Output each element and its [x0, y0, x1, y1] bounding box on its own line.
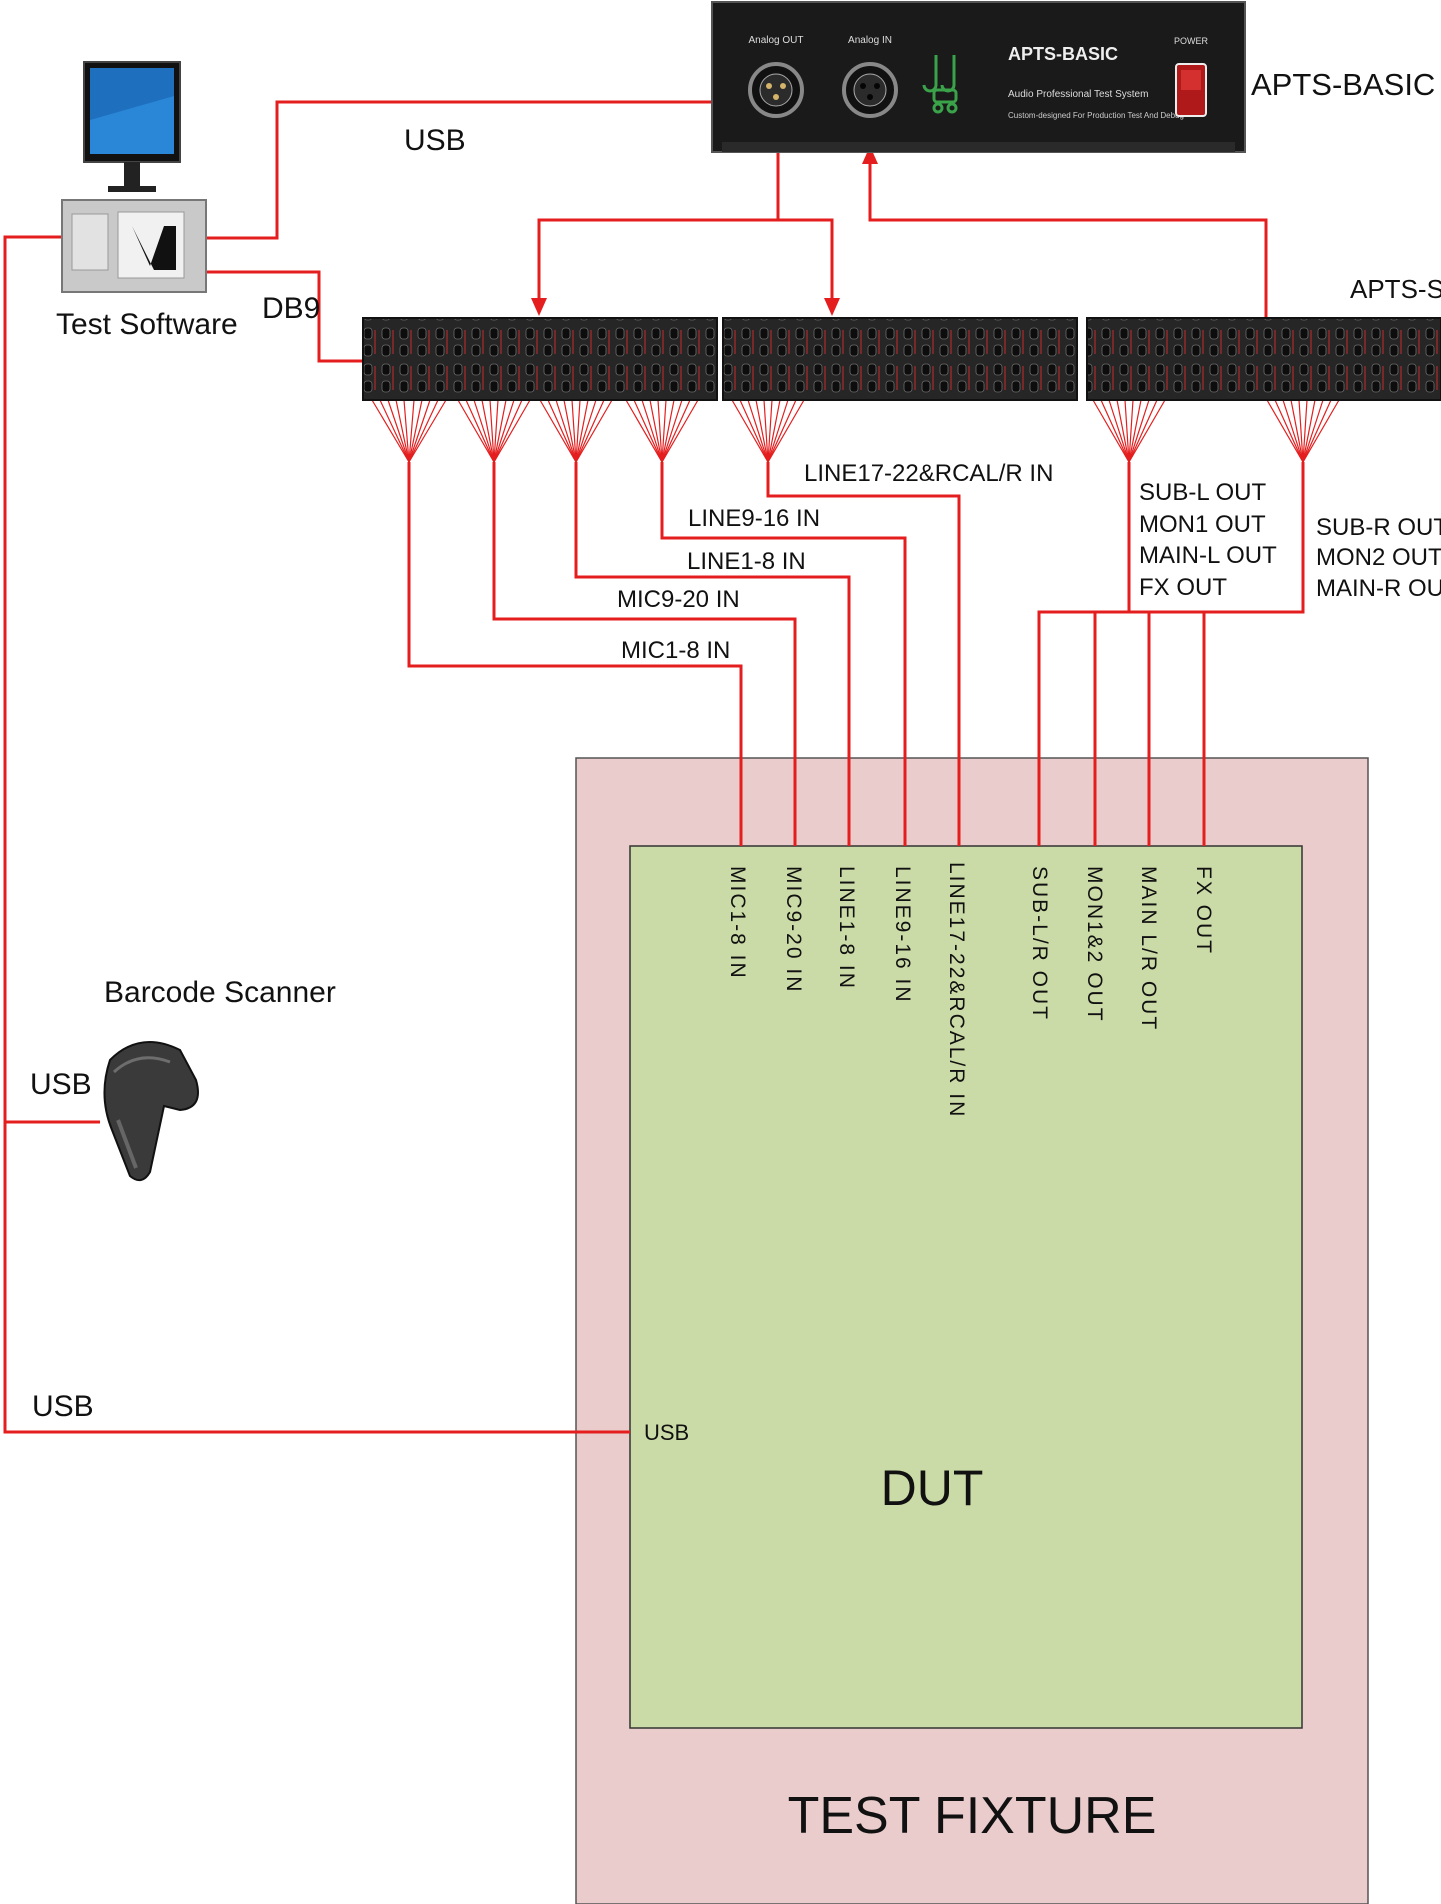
dut-usb-port-label: USB — [644, 1420, 689, 1445]
wire-analog-out — [537, 136, 780, 300]
wire-usb-apts — [207, 100, 712, 240]
wire-mic1-8 — [407, 462, 743, 846]
fan-line9-16 — [625, 399, 699, 464]
switcher-panel-1 — [362, 317, 718, 401]
label-mic1-8: MIC1-8 IN — [621, 637, 730, 664]
db9-label: DB9 — [262, 292, 320, 325]
apts-brand: APTS-BASIC — [1008, 44, 1118, 64]
wire-out-right — [1129, 462, 1305, 614]
dut-port-labels: MIC1-8 IN MIC9-20 IN LINE1-8 IN LINE9-16… — [726, 862, 1215, 1118]
dut-port-label: LINE9-16 IN — [891, 866, 914, 1004]
wire-line1-8 — [574, 462, 851, 846]
wiring — [3, 100, 1305, 1434]
channel-labels: LINE17-22&RCAL/R IN LINE9-16 IN LINE1-8 … — [617, 460, 1441, 664]
dut-port-label: MAIN L/R OUT — [1137, 866, 1160, 1031]
dut-port-label: MON1&2 OUT — [1083, 866, 1106, 1023]
apts-basic-label: APTS-BASIC — [1251, 67, 1435, 102]
fan-out-left — [1092, 399, 1166, 464]
wire-mic9-20 — [492, 462, 797, 846]
wire-analog-out-b — [778, 218, 834, 300]
barcode-scanner-label: Barcode Scanner — [104, 976, 336, 1009]
arrow-down — [531, 298, 547, 316]
power-label: POWER — [1174, 36, 1209, 46]
usb-label-scanner: USB — [30, 1068, 92, 1101]
fixture-title: TEST FIXTURE — [788, 1787, 1157, 1845]
wire-db9 — [207, 270, 365, 363]
fan-out-right — [1266, 399, 1340, 464]
dut-port-label: LINE17-22&RCAL/R IN — [945, 862, 968, 1118]
apts-tagline: Custom-designed For Production Test And … — [1008, 111, 1184, 120]
arrow-down — [824, 298, 840, 316]
wire-usb-bus — [3, 235, 630, 1434]
label-out-left: FX OUT — [1139, 574, 1227, 601]
apts-basic-device: Analog OUT Analog IN APTS-BASIC Audio Pr… — [711, 1, 1246, 153]
fan-mic9-20 — [457, 399, 531, 464]
dut-port-label: FX OUT — [1192, 866, 1215, 955]
dut-port-label: MIC1-8 IN — [726, 866, 749, 980]
usb-label-dut: USB — [32, 1390, 94, 1423]
label-out-left: SUB-L OUT — [1139, 479, 1266, 506]
arrow-up — [862, 146, 878, 164]
company-logo-icon — [922, 55, 958, 114]
wire-line17-22 — [766, 462, 961, 846]
label-mic9-20: MIC9-20 IN — [617, 586, 740, 613]
dut-box — [629, 845, 1303, 1729]
label-line9-16: LINE9-16 IN — [688, 505, 820, 532]
apts-basic-chassis — [711, 1, 1246, 153]
fan-mic1-8 — [371, 399, 447, 464]
label-out-left: MAIN-L OUT — [1139, 542, 1277, 569]
wire-analog-in — [868, 162, 1268, 320]
label-line1-8: LINE1-8 IN — [687, 548, 806, 575]
apts-swr-switcher — [362, 317, 1441, 401]
test-pc — [61, 61, 207, 293]
wire-line9-16 — [660, 462, 907, 846]
apts-subtitle: Audio Professional Test System — [1008, 89, 1148, 100]
dut-port-label: SUB-L/R OUT — [1028, 866, 1051, 1021]
label-out-right: MAIN-R OUT — [1316, 575, 1441, 602]
switcher-panel-3 — [1086, 317, 1441, 401]
fan-line1-8 — [539, 399, 613, 464]
dut-port-label: LINE1-8 IN — [835, 866, 858, 990]
label-out-right: MON2 OUT — [1316, 544, 1441, 571]
usb-label-top: USB — [404, 124, 466, 157]
analog-out-label: Analog OUT — [748, 35, 803, 46]
barcode-scanner-icon — [103, 1041, 199, 1182]
apts-swr-label: APTS-SWR — [1350, 274, 1441, 304]
label-out-left: MON1 OUT — [1139, 511, 1266, 538]
fan-line17-22 — [731, 399, 805, 464]
arrowheads — [531, 146, 878, 316]
analog-in-label: Analog IN — [848, 35, 892, 46]
wire-out-left — [1037, 462, 1131, 846]
switcher-panel-2 — [722, 317, 1078, 401]
label-out-right: SUB-R OUT — [1316, 514, 1441, 541]
fan-outs — [371, 399, 1340, 464]
dut-port-label: MIC9-20 IN — [782, 866, 805, 993]
label-line17-22: LINE17-22&RCAL/R IN — [804, 460, 1053, 487]
test-software-label: Test Software — [56, 308, 238, 341]
dut-title: DUT — [881, 1460, 984, 1516]
